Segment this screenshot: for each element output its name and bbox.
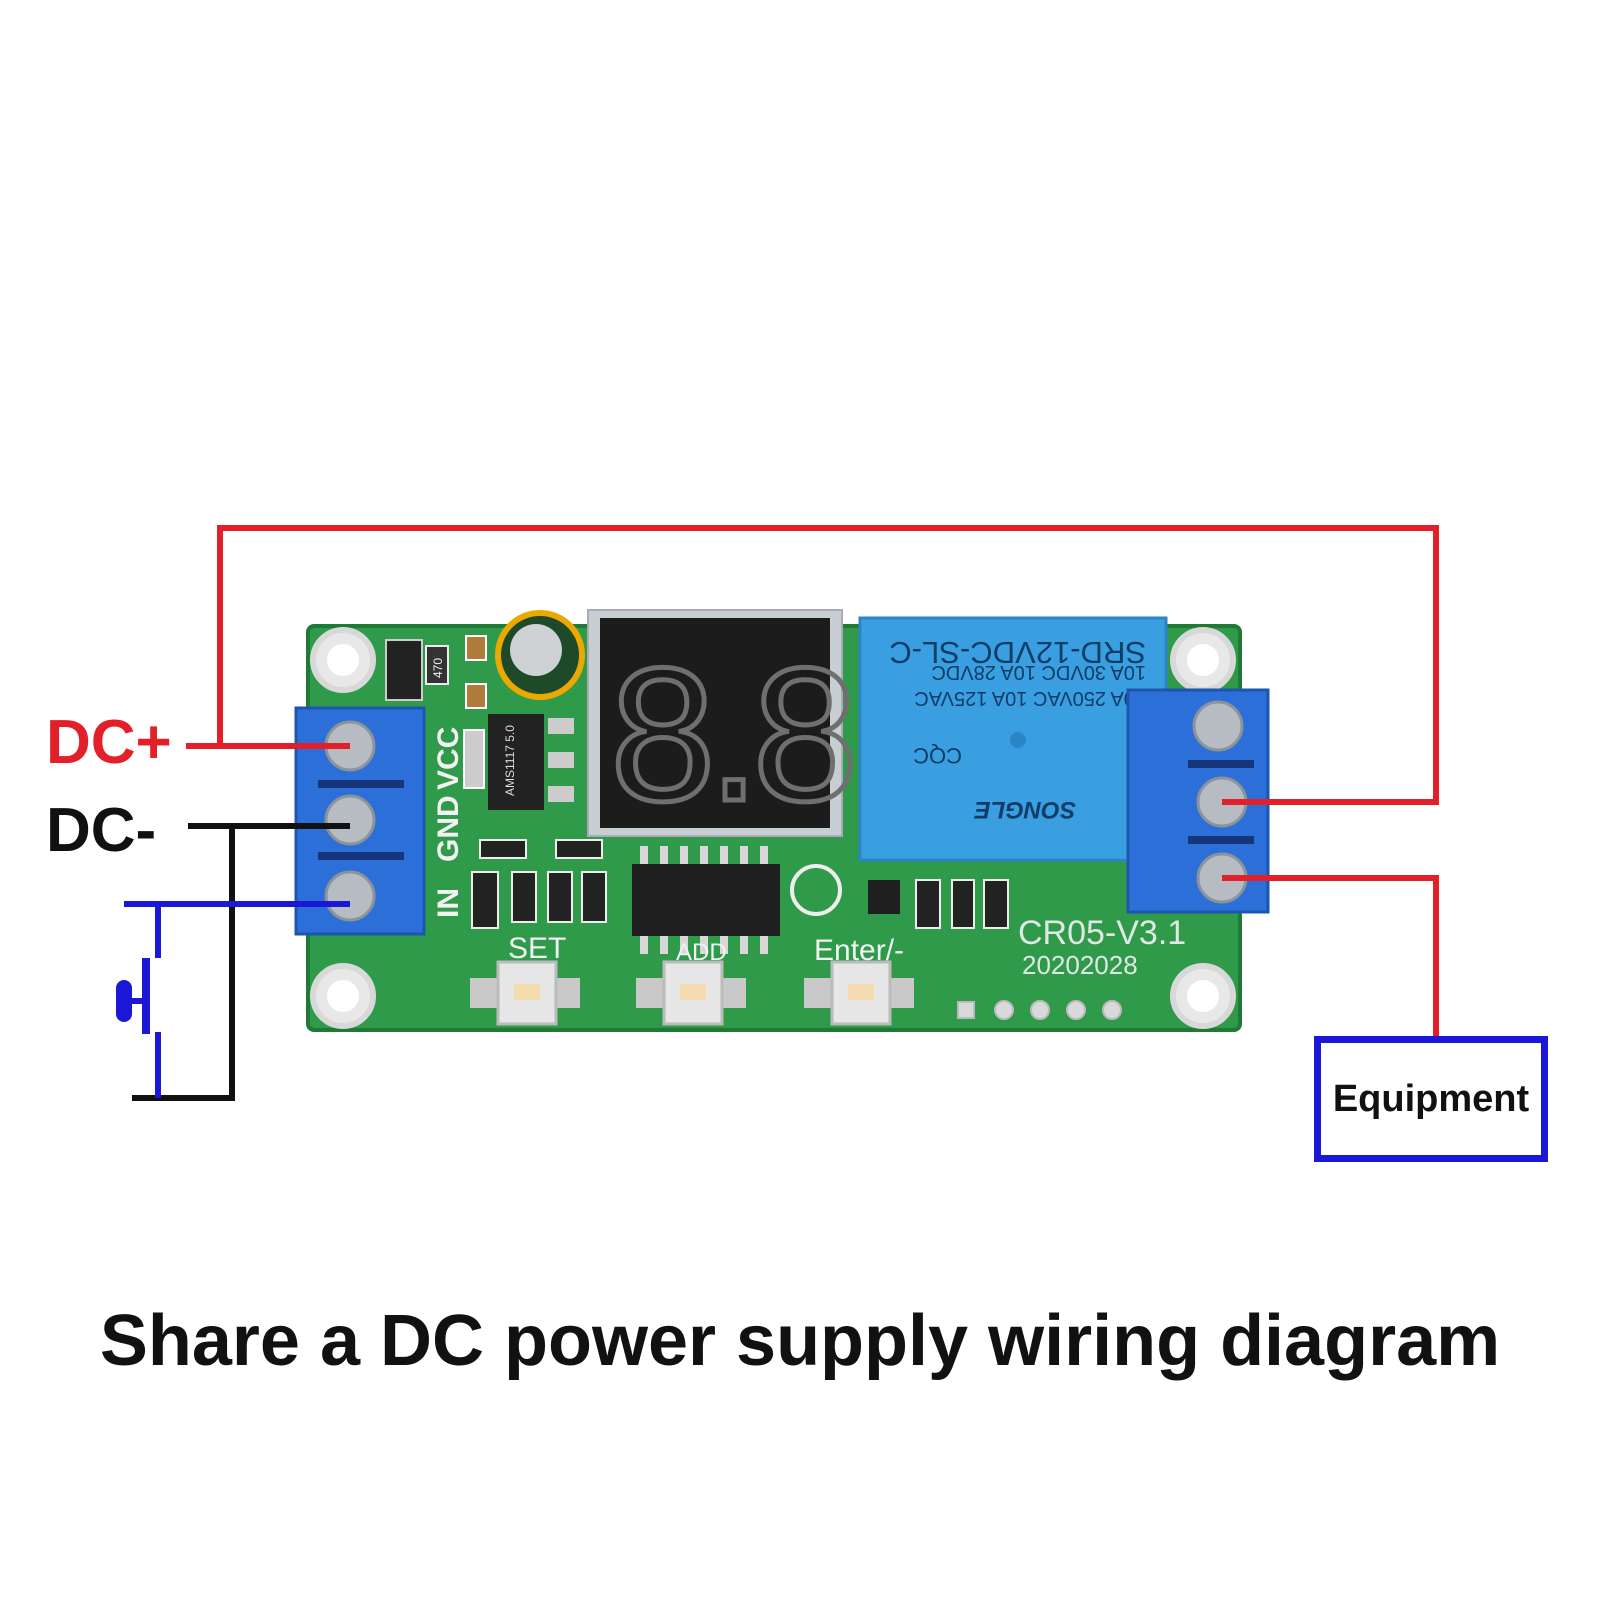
board-date-code: 20202028 xyxy=(1022,950,1138,980)
capacitor-icon xyxy=(495,610,585,700)
relay-rating-2: 10A 30VDC 10A 28VDC xyxy=(931,661,1146,683)
resistor-label: 470 xyxy=(431,658,445,678)
dc-minus-label: DC- xyxy=(46,796,157,865)
add-button[interactable] xyxy=(636,960,746,1026)
pin-label-gnd: GND xyxy=(432,795,465,862)
ic-chip xyxy=(632,846,780,954)
set-button[interactable] xyxy=(470,960,580,1026)
pin-label-in: IN xyxy=(432,888,465,918)
push-button-switch-icon xyxy=(116,958,150,1034)
relay-icon: SRD-12VDC-SL-C 10A 250VAC 10A 125VAC 10A… xyxy=(858,616,1168,862)
dc-plus-label: DC+ xyxy=(46,708,172,777)
mounting-hole-icon xyxy=(310,627,1236,1029)
relay-cert: CQC xyxy=(913,743,962,768)
equipment-label: Equipment xyxy=(1332,1077,1530,1120)
enter-button-label: Enter/- xyxy=(814,934,904,967)
voltage-regulator: AMS1117 5.0 xyxy=(488,714,574,810)
relay-brand: SONGLE xyxy=(974,796,1076,823)
switch-wire xyxy=(124,901,350,1098)
negative-wire xyxy=(132,823,350,1101)
relay-model: SRD-12VDC-SL-C xyxy=(889,635,1146,670)
enter-button[interactable] xyxy=(804,960,914,1026)
pcb-board: VCC GND IN 470 AMS1117 5.0 8.8. xyxy=(306,609,1242,1032)
add-button-label: ADD xyxy=(676,939,727,966)
seven-segment-display-icon: 8.8. xyxy=(587,609,905,844)
display-digits: 8.8. xyxy=(610,629,895,841)
relay-rating-1: 10A 250VAC 10A 125VAC xyxy=(914,687,1146,709)
pin-label-vcc: VCC xyxy=(432,727,465,790)
set-button-label: SET xyxy=(508,932,566,965)
screw-terminal-icon xyxy=(294,706,426,936)
diagram-caption: Share a DC power supply wiring diagram xyxy=(99,1301,1501,1381)
positive-wire xyxy=(186,525,1439,1040)
board-model: CR05-V3.1 xyxy=(1018,914,1186,952)
equipment-box: Equipment xyxy=(1314,1036,1548,1162)
regulator-label: AMS1117 5.0 xyxy=(503,725,517,796)
